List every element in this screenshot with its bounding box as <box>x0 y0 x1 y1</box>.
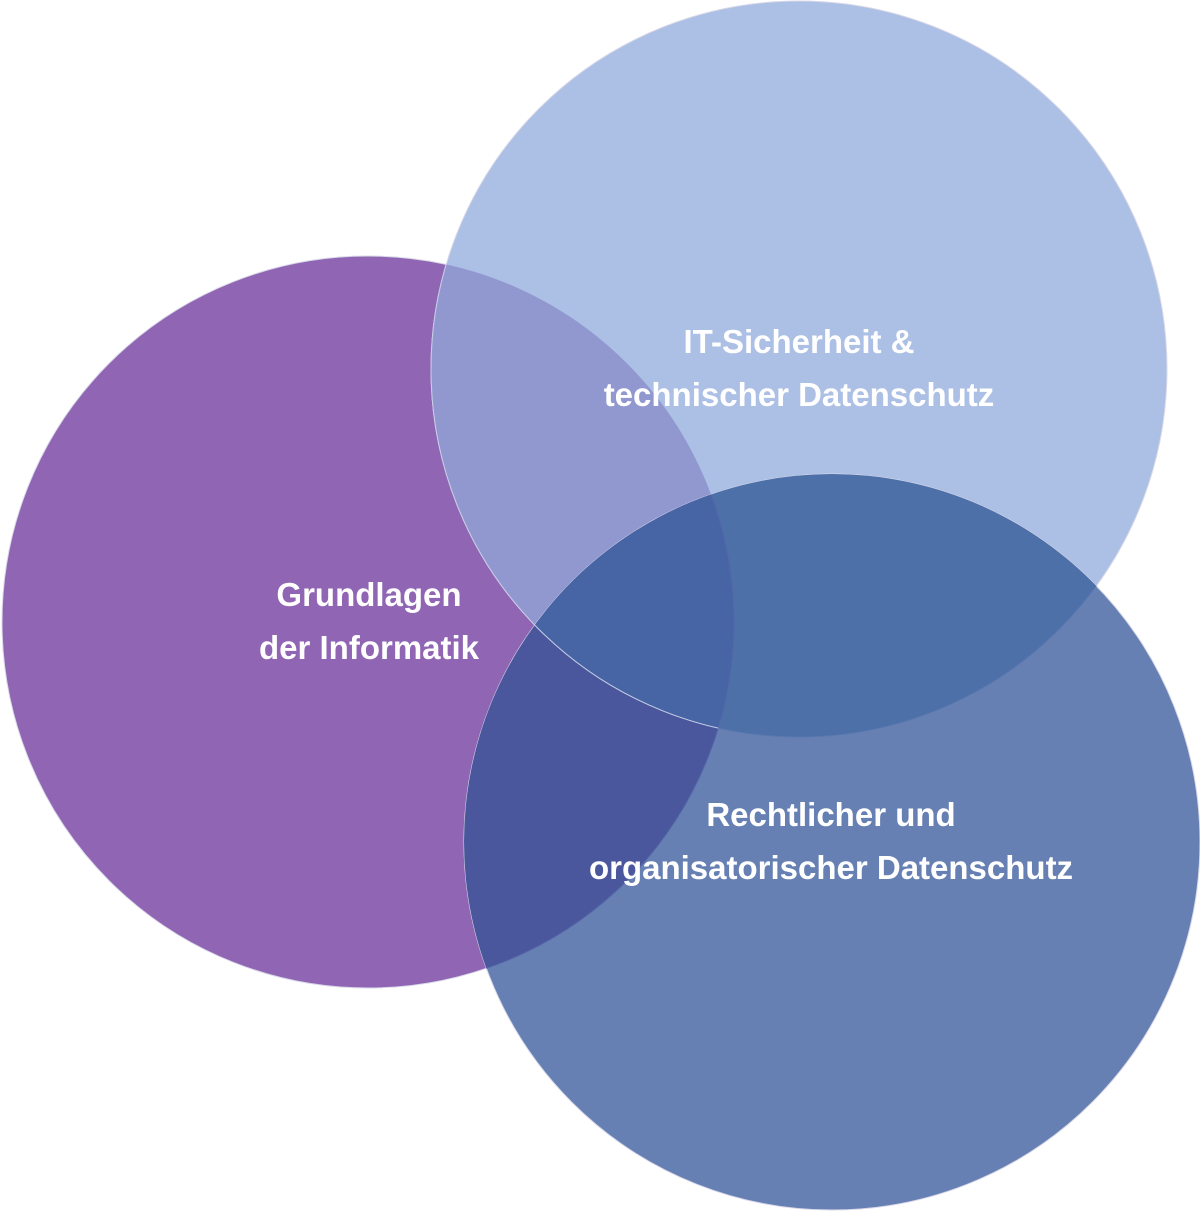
label-it-sicherheit-line-2: technischer Datenschutz <box>603 376 995 413</box>
label-it-sicherheit-line-1: IT-Sicherheit & <box>683 323 915 360</box>
label-it-sicherheit: IT-Sicherheit & technischer Datenschutz <box>604 315 995 421</box>
label-grundlagen: Grundlagen der Informatik <box>259 568 479 674</box>
label-rechtlicher: Rechtlicher und organisatorischer Datens… <box>589 788 1073 894</box>
label-rechtlicher-line-2: organisatorischer Datenschutz <box>588 849 1074 886</box>
overlap-grundlagen-rechtlicher <box>464 474 734 988</box>
label-grundlagen-line-2: der Informatik <box>258 629 480 666</box>
label-grundlagen-line-1: Grundlagen <box>276 576 462 613</box>
label-rechtlicher-line-1: Rechtlicher und <box>706 796 956 833</box>
